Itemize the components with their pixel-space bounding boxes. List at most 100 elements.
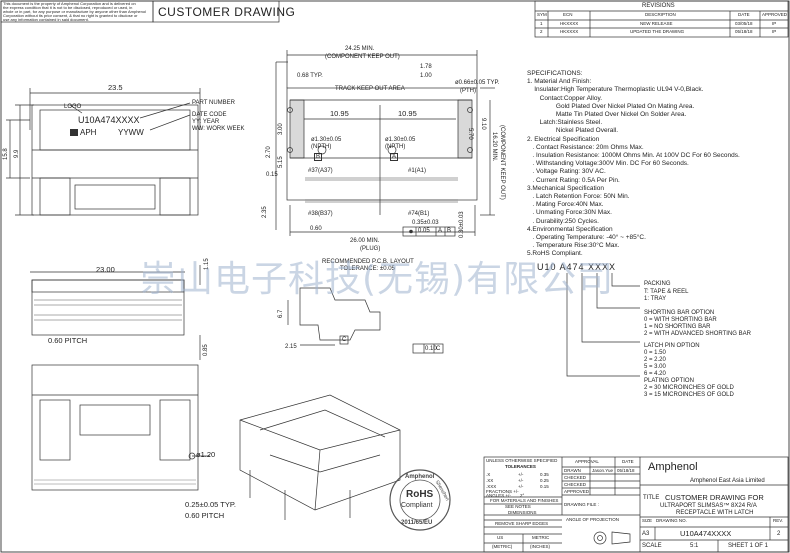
spec-line: . Latch Retention Force: 50N Min.	[527, 193, 630, 201]
units-metric-paren: (METRIC)	[492, 544, 513, 549]
drawing-no-label: DRAWING NO.	[656, 518, 687, 523]
rev-col-approved: APPROVED	[762, 12, 788, 17]
profile-flatness: 0.10	[425, 346, 437, 352]
pcb-plug: (PLUG)	[360, 246, 381, 252]
spec-line: . Contact Resistance: 20m Ohms Max.	[527, 143, 644, 151]
checked-label-2: CHECKED	[564, 482, 587, 487]
tol-x: .X	[486, 472, 491, 477]
spec-line: Contact:Copper Alloy.	[527, 94, 603, 102]
pcb-npth-a: (NPTH)	[385, 144, 406, 150]
rev-col-date: DATE	[738, 12, 750, 17]
disclaimer-block: This document is the property of Ampheno…	[3, 2, 151, 22]
shorting-option: 1 = NO SHORTING BAR	[644, 324, 711, 330]
pcb-dim-1620: 16.20 MIN.	[491, 132, 497, 162]
scale-label: SCALE	[642, 543, 662, 549]
dimensions-label: DIMENSIONS	[508, 510, 537, 515]
spec-line: 5.RoHS Compliant.	[527, 250, 583, 258]
materials: FOR MATERIALS AND FINISHES	[490, 498, 559, 503]
drawn-date: 05/18/18	[617, 468, 635, 473]
spec-line: Gold Plated Over Nickel Plated On Mating…	[527, 102, 695, 110]
spec-line: . Current Rating: 0.5A Per Pin.	[527, 176, 620, 184]
bottom-typ: 0.25±0.05 TYP.	[185, 500, 236, 509]
packing-title: PACKING	[644, 281, 671, 287]
rev-cell: IP	[772, 21, 777, 26]
part-marking: U10A474XXXX	[78, 115, 140, 125]
spec-line: . Mating Force:40N Max.	[527, 201, 604, 209]
tol-sub: TOLERANCES	[505, 464, 536, 469]
yy-label: YY: YEAR	[192, 119, 220, 125]
rohs-stamp-bottom: 2011/65/EU	[401, 520, 433, 526]
latch-option: 0 = 1.50	[644, 350, 666, 356]
profile-dim-215: 2.15	[285, 344, 297, 350]
latch-title: LATCH PIN OPTION	[644, 343, 700, 349]
rev-cell: HKXXXX	[560, 21, 579, 26]
pcb-left-1095: 10.95	[330, 109, 349, 118]
pcb-pin-38: #38(B37)	[308, 211, 333, 217]
plating-option: 2 = 30 MICROINCHES OF GOLD	[644, 385, 734, 391]
size-value: A3	[642, 531, 650, 537]
pcb-track-keepout: TRACK KEEP OUT AREA	[335, 86, 405, 92]
pcb-keepout-note: (COMPONENT KEEP OUT)	[325, 54, 400, 60]
tol-xxx-pm: +/-	[518, 484, 524, 489]
spec-line: . Voltage Rating: 30V AC.	[527, 168, 606, 176]
tol-xx-pm: +/-	[518, 478, 524, 483]
drawn-by: Jason.Yue	[592, 468, 614, 473]
pcb-keepout-right: (COMPONENT KEEP OUT)	[499, 125, 505, 200]
pcb-pin-74: #74(B1)	[408, 211, 430, 217]
spec-line: . Unmating Force:30N Max.	[527, 209, 612, 217]
pcb-pad-030: 0.30±0.03	[459, 211, 465, 238]
units-inches-paren: (INCHES)	[530, 544, 550, 549]
materials2: SEE NOTES	[505, 504, 531, 509]
aph-marking: APH	[80, 128, 97, 137]
pcb-datum-b: B	[314, 153, 323, 161]
side-pitch: 0.60 PITCH	[48, 336, 88, 345]
pcb-npth-a-hole: ø1.30±0.05	[385, 137, 416, 143]
scale-value: 5:1	[690, 543, 699, 549]
shorting-option: 2 = WITH ADVANCED SHORTING BAR	[644, 331, 751, 337]
pcb-npth-b-hole: ø1.30±0.05	[311, 137, 342, 143]
spec-line: Matte Tin Plated Over Nickel On Solder A…	[527, 111, 687, 119]
disclaimer-line: Corporation without its prior consent, &…	[3, 13, 138, 18]
pcb-dim-300: 3.00	[278, 123, 284, 135]
rev-cell: HKXXXX	[560, 29, 579, 34]
plating-title: PLATING OPTION	[644, 378, 694, 384]
profile-datum-c: C	[342, 337, 347, 343]
size-label: SIZE	[642, 518, 653, 523]
pcb-tol-b: B	[447, 228, 452, 234]
pcb-dim-235: 2.35	[262, 206, 268, 218]
dim-height-b: 9.9	[14, 149, 20, 158]
tol-xxx: .XXX	[486, 484, 497, 489]
title-line-2: ULTRAPORT SLIMSAS™ 8X24 R/A	[660, 503, 757, 509]
pcb-dim-910: 9.10	[480, 118, 486, 130]
tol-xxx-val: 0.15	[540, 484, 549, 489]
dim-height-a: 15.8	[3, 148, 9, 160]
watermark: 崇山电子科技(无锡)有限公司	[140, 259, 615, 300]
units-us: US	[497, 535, 504, 540]
logo-icon	[70, 129, 78, 136]
latch-option: 5 = 3.00	[644, 364, 666, 370]
spec-line: 3.Mechanical Specification	[527, 184, 604, 192]
bottom-pitch: 0.60 PITCH	[185, 511, 225, 520]
rohs-stamp-center2: Compliant	[401, 502, 433, 509]
tol-x-val: 0.35	[540, 472, 549, 477]
rev-col-sym: SYM	[537, 12, 547, 17]
side-dim-085: 0.85	[203, 344, 209, 356]
rev-col-ecn: ECN	[563, 12, 573, 17]
spec-line: . Durability:250 Cycles.	[527, 217, 599, 225]
spec-line: 2. Electrical Specification	[527, 135, 600, 143]
pcb-dim-178: 1.78	[420, 64, 432, 70]
profile-dim-67: 6.7	[278, 309, 284, 318]
spec-line: 1. Material And Finish:	[527, 78, 592, 86]
pcb-pin-1: #1(A1)	[408, 168, 427, 174]
tol-angles-val: 2°	[520, 493, 525, 498]
rev-cell: 2	[540, 29, 543, 34]
spec-line: 4.Environmental Specification	[527, 225, 613, 233]
approved-label: APPROVED	[564, 489, 590, 494]
pcb-tolerance: TOLERANCE: ±0.05	[340, 266, 395, 272]
company-sub: Amphenol East Asia Limited	[690, 478, 765, 484]
units-metric: METRIC	[532, 535, 550, 540]
spec-line: . Operating Temperature: -40° ~ +85°C.	[527, 234, 646, 242]
packing-option: 1: TRAY	[644, 296, 667, 302]
pcb-right-1095: 10.95	[398, 109, 417, 118]
pcb-dim-570: 5.70	[467, 128, 473, 140]
